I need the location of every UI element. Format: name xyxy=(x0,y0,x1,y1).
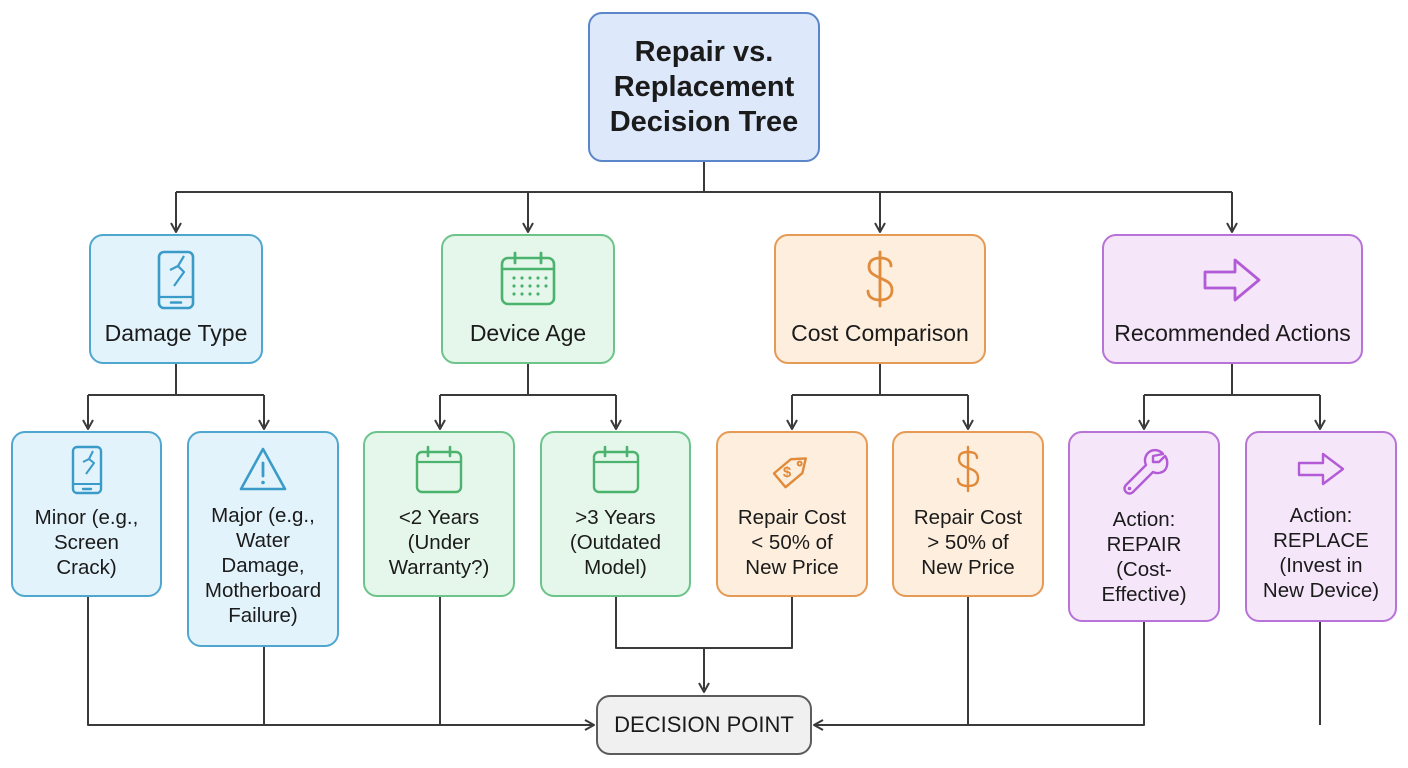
connector-repair-to-decision xyxy=(813,622,1145,731)
connector-over3-to-decision xyxy=(615,597,793,649)
leaf-action-replace-label: Action: REPLACE (Invest in New Device) xyxy=(1262,504,1380,602)
category-device-age: Device Age xyxy=(441,234,615,364)
category-damage-type-label: Damage Type xyxy=(104,320,248,346)
leaf-action-repair: Action: REPAIR (Cost- Effective) xyxy=(1068,431,1220,622)
connector-damage-split xyxy=(88,364,264,396)
warning-icon xyxy=(239,447,287,491)
price-tag-icon: $ xyxy=(772,457,807,489)
svg-text:$: $ xyxy=(783,464,792,481)
connector-cost-split xyxy=(792,364,968,396)
leaf-minor-label: Minor (e.g., Screen Crack) xyxy=(34,506,139,579)
wrench-icon xyxy=(1123,448,1169,495)
category-recommended-actions-label: Recommended Actions xyxy=(1114,320,1351,346)
arrow-right-icon xyxy=(1203,258,1260,302)
root-node: Repair vs. Replacement Decision Tree xyxy=(588,12,820,162)
leaf-major-label: Major (e.g., Water Damage, Motherboard F… xyxy=(204,504,322,627)
leaf-cost-over-50: Repair Cost > 50% of New Price xyxy=(892,431,1044,597)
leaf-cost-under-50: $ Repair Cost < 50% of New Price xyxy=(716,431,868,597)
leaf-action-replace: Action: REPLACE (Invest in New Device) xyxy=(1245,431,1397,622)
dollar-icon xyxy=(956,445,980,493)
leaf-major-damage: Major (e.g., Water Damage, Motherboard F… xyxy=(187,431,339,647)
leaf-cost-under-50-label: Repair Cost < 50% of New Price xyxy=(737,506,847,579)
connector-minor-to-decision xyxy=(87,597,595,731)
leaf-under-2-years-label: <2 Years (Under Warranty?) xyxy=(388,506,490,579)
decision-point-label: DECISION POINT xyxy=(614,712,794,737)
calendar-icon xyxy=(592,445,639,494)
leaf-over-3-years: >3 Years (Outdated Model) xyxy=(540,431,691,597)
calendar-icon xyxy=(415,445,463,494)
category-device-age-label: Device Age xyxy=(469,320,587,346)
arrow-right-icon xyxy=(1297,452,1345,486)
leaf-under-2-years: <2 Years (Under Warranty?) xyxy=(363,431,515,597)
decision-point-node: DECISION POINT xyxy=(596,695,812,755)
leaf-action-repair-label: Action: REPAIR (Cost- Effective) xyxy=(1101,508,1187,606)
category-cost-comparison-label: Cost Comparison xyxy=(791,320,969,346)
leaf-over-3-years-label: >3 Years (Outdated Model) xyxy=(569,506,662,579)
leaf-minor-damage: Minor (e.g., Screen Crack) xyxy=(11,431,162,597)
category-damage-type: Damage Type xyxy=(89,234,263,364)
connector-age-split xyxy=(440,364,616,396)
category-cost-comparison: Cost Comparison xyxy=(774,234,986,364)
connector-actions-split xyxy=(1144,364,1320,396)
cracked-phone-icon xyxy=(157,250,195,310)
root-title: Repair vs. Replacement Decision Tree xyxy=(609,35,799,138)
calendar-icon xyxy=(500,251,556,306)
cracked-phone-icon xyxy=(71,445,102,495)
leaf-cost-over-50-label: Repair Cost > 50% of New Price xyxy=(913,506,1023,579)
category-recommended-actions: Recommended Actions xyxy=(1102,234,1363,364)
dollar-icon xyxy=(866,250,894,308)
